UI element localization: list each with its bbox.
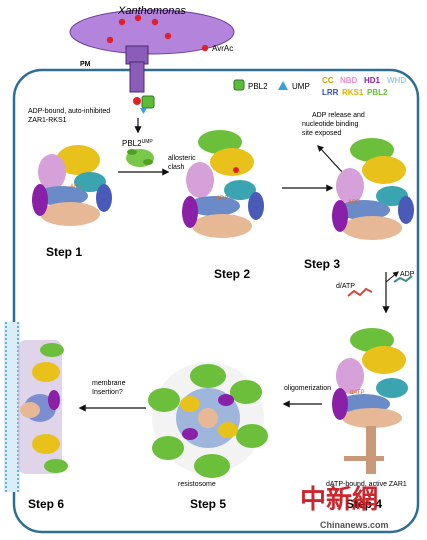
step6-label: Step 6 — [28, 497, 64, 511]
step6-group: Step 6 — [4, 322, 68, 511]
adp-molecule — [393, 275, 413, 283]
cell-outline — [12, 68, 420, 534]
allosteric-line1: allosteric — [168, 155, 196, 162]
effector-dot-4 — [164, 32, 172, 40]
oligomerization-label: oligomerization — [284, 385, 331, 392]
legend-nbd: NBD — [340, 76, 358, 85]
adp-bound-label: ADP-bound, auto-inhibited ZAR1-RKS1 — [28, 108, 112, 124]
legend-lrr: LRR — [322, 88, 339, 97]
step4-label: Step 4 — [346, 497, 382, 511]
watermark-site: Chinanews.com — [320, 520, 389, 530]
datp-label: d/ATP — [336, 283, 355, 290]
step2-protein — [182, 130, 264, 238]
effector-dot-3 — [151, 18, 159, 26]
effector-dot-6 — [201, 44, 209, 52]
pathogen-name: Xanthomonas — [117, 5, 186, 17]
datp-molecule — [347, 287, 373, 297]
watermark-main: 中新網 — [300, 484, 378, 514]
adp-release-label: ADP release and nucleotide binding site … — [302, 112, 367, 137]
datp-label-step4: dATP — [350, 390, 365, 396]
step6-resistosome — [18, 340, 68, 474]
step3-protein — [332, 138, 414, 240]
effector-red — [133, 97, 141, 105]
watermark: 中新網 Chinanews.com — [300, 484, 389, 530]
step1-group: ADP-bound, auto-inhibited ZAR1-RKS1 ADP … — [28, 108, 112, 259]
legend-pbl2: PBL2 — [248, 82, 268, 91]
step1-label: Step 1 — [46, 245, 82, 259]
adp-release-line3: site exposed — [302, 130, 341, 137]
allosteric-line2: clash — [168, 164, 184, 171]
adp-label-step3: ADP — [348, 200, 360, 206]
membrane-bilayer — [4, 322, 20, 492]
adp-release-line2: nucleotide binding — [302, 121, 359, 128]
step5-label: Step 5 — [190, 497, 226, 511]
pathogen-group: Xanthomonas AvrAc PM — [69, 5, 235, 93]
datp-bound-label: dATP-bound, active ZAR1 — [326, 481, 407, 488]
legend-rks1: RKS1 — [342, 88, 364, 97]
legend-pbl2-swatch — [233, 79, 245, 91]
adp-release-line1: ADP release and — [312, 112, 365, 119]
step1-protein — [32, 145, 112, 226]
step2-label: Step 2 — [214, 267, 250, 281]
effector-dot-5 — [106, 36, 114, 44]
adp-label-step1: ADP — [70, 184, 82, 190]
effector-pbl2-group: PBL2UMP — [122, 95, 155, 167]
pbl2-square — [141, 95, 155, 109]
adp-out-label: ADP — [400, 271, 415, 278]
step3-group: ADP release and nucleotide binding site … — [302, 112, 414, 271]
step3-label: Step 3 — [304, 257, 340, 271]
exchange-group: d/ATP ADP — [336, 271, 415, 314]
pbl2-ump-label: PBL2UMP — [122, 139, 153, 148]
adp-bound-line2: ZAR1-RKS1 — [28, 117, 67, 124]
legend: PBL2 UMP CC NBD HD1 WHD LRR RKS1 PBL2 — [233, 76, 406, 97]
membrane-insertion-line2: Insertion? — [92, 389, 123, 396]
allosteric-label: allosteric clash — [168, 155, 198, 171]
legend-ump: UMP — [292, 82, 310, 91]
legend-cc: CC — [322, 76, 334, 85]
membrane-insertion-label: membrane Insertion? — [92, 380, 127, 396]
effector-dot-2 — [134, 14, 142, 22]
adp-out-arrow — [385, 271, 399, 283]
resistosome-label: resistosome — [178, 481, 216, 488]
step4-protein — [332, 328, 408, 474]
pbl2-ump-structure — [126, 149, 154, 167]
adp-bound-line1: ADP-bound, auto-inhibited — [28, 108, 110, 115]
effector-label: AvrAc — [212, 44, 233, 53]
step5-group: resistosome Step 5 — [148, 362, 268, 511]
legend-whd: WHD — [387, 76, 406, 85]
adp-label-step2: ADP — [216, 196, 228, 202]
step4-group: dATP dATP-bound, active ZAR1 Step 4 — [326, 328, 408, 511]
legend-hd1: HD1 — [364, 76, 381, 85]
secretion-channel — [129, 61, 145, 93]
effector-dot-1 — [118, 18, 126, 26]
ump-triangle-small — [140, 108, 147, 114]
secretion-system — [125, 45, 149, 65]
step2-group: allosteric clash ADP Step 2 — [168, 130, 264, 281]
legend-pbl2-domain: PBL2 — [367, 88, 388, 97]
membrane-label: PM — [80, 61, 91, 68]
legend-ump-icon — [278, 81, 288, 90]
resistosome-structure — [148, 362, 268, 478]
membrane-insertion-line1: membrane — [92, 380, 126, 387]
